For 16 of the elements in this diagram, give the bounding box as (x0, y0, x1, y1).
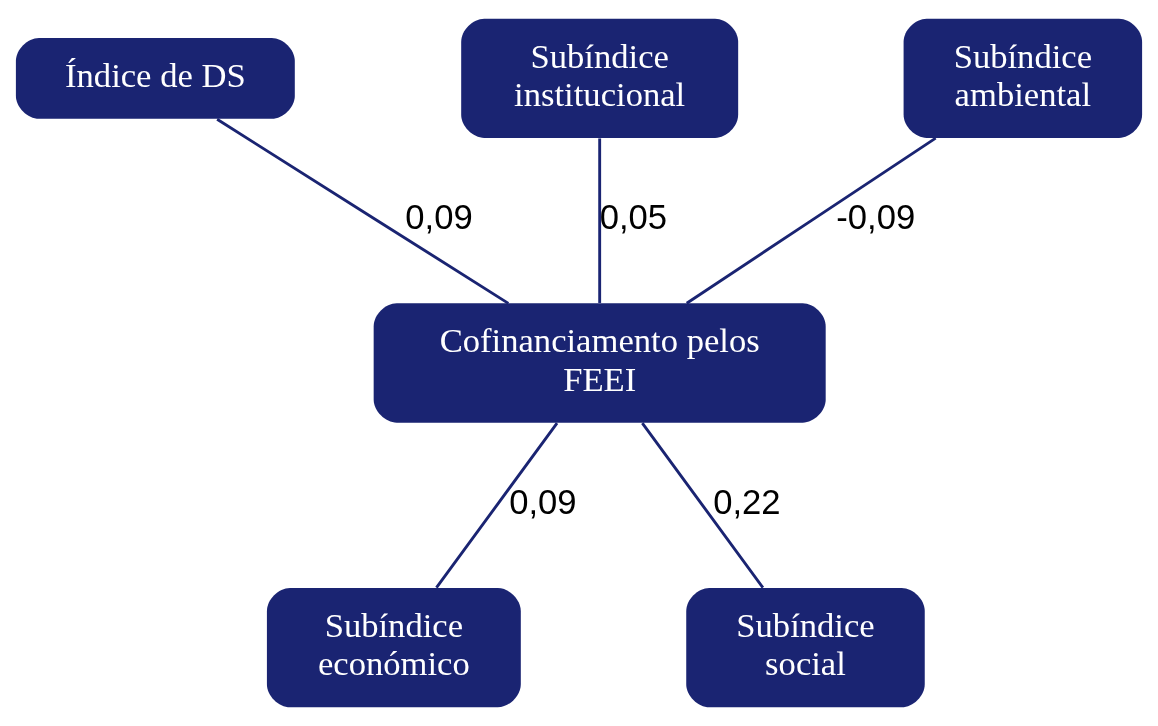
connector (216, 118, 510, 305)
connector (598, 138, 602, 303)
connector (685, 136, 937, 305)
node-box: Cofinanciamento pelos FEEI (373, 303, 826, 423)
node-box: Subíndice ambiental (903, 18, 1143, 138)
connector (435, 422, 559, 589)
edge-label: 0,22 (713, 482, 781, 521)
edge-label: -0,09 (836, 198, 916, 237)
node-box: Subíndice económico (266, 588, 521, 708)
node-box: Subíndice social (686, 588, 925, 708)
node-box: Índice de DS (15, 37, 295, 119)
edge-label: 0,05 (599, 198, 668, 237)
node-box: Subíndice institucional (461, 18, 739, 138)
edge-label: 0,09 (509, 482, 577, 521)
connector (641, 422, 765, 589)
edge-label: 0,09 (405, 198, 473, 237)
